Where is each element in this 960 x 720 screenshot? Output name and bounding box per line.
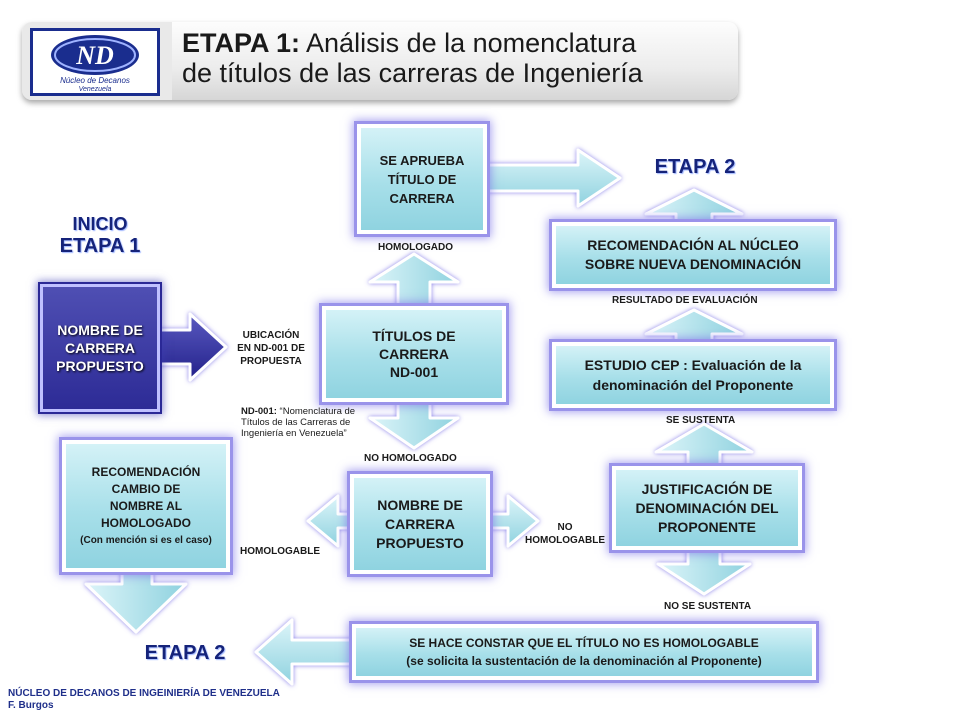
inicio-label: INICIO ETAPA 1	[52, 214, 148, 258]
titulos-box: TÍTULOS DE CARRERA ND-001	[322, 306, 506, 402]
logo-text-line1: Núcleo de Decanos	[60, 76, 130, 85]
titulos-line1: TÍTULOS DE	[372, 328, 456, 344]
justificacion-line3: PROPONENTE	[657, 518, 756, 535]
logo-text-line2: Venezuela	[79, 86, 112, 93]
nd001-note: ND-001: “Nomenclatura de Títulos de las …	[241, 406, 381, 439]
justificacion-line2: DENOMINACIÓN DEL	[635, 499, 779, 516]
nombre-mid-line2: CARRERA	[385, 515, 455, 532]
justificacion-box: JUSTIFICACIÓN DE DENOMINACIÓN DEL PROPON…	[612, 466, 802, 550]
arrow-nombre-right	[486, 494, 540, 548]
start-box-line3: PROPUESTO	[56, 358, 144, 374]
rec-cambio-line2: CAMBIO DE	[111, 481, 181, 496]
nombre-propuesto-start-box: NOMBRE DE CARRERA PROPUESTO	[40, 284, 160, 412]
nombre-mid-line1: NOMBRE DE	[377, 496, 463, 513]
footer: NÚCLEO DE DECANOS DE INGEINIERÍA DE VENE…	[8, 688, 280, 712]
arrow-recomendacion-down	[84, 563, 188, 634]
titulos-line3: ND-001	[389, 364, 439, 380]
homologable-label: HOMOLOGABLE	[240, 546, 320, 557]
titulos-line2: CARRERA	[378, 346, 449, 362]
rec-nucleo-line1: RECOMENDACIÓN AL NÚCLEO	[587, 237, 799, 253]
arrow-start-right	[156, 312, 228, 382]
rec-cambio-line1: RECOMENDACIÓN	[91, 464, 201, 479]
page-title-bold: ETAPA 1:	[182, 28, 301, 58]
start-box-line2: CARRERA	[65, 340, 135, 356]
estudio-line1: ESTUDIO CEP : Evaluación de la	[584, 357, 802, 373]
ubicacion-line3: PROPUESTA	[240, 356, 302, 367]
arrow-nombre-left	[306, 494, 358, 548]
recomendacion-nucleo-box: RECOMENDACIÓN AL NÚCLEO SOBRE NUEVA DENO…	[552, 222, 834, 288]
se-aprueba-line2: TÍTULO DE	[387, 171, 457, 187]
no-homologable-label: NO HOMOLOGABLE	[520, 521, 610, 547]
se-aprueba-line1: SE APRUEBA	[379, 152, 465, 168]
ubicacion-label: UBICACIÓN EN ND-001 DE PROPUESTA	[228, 329, 314, 368]
recomendacion-cambio-box: RECOMENDACIÓN CAMBIO DE NOMBRE AL HOMOLO…	[62, 440, 230, 572]
se-aprueba-box: SE APRUEBA TÍTULO DE CARRERA	[357, 124, 487, 234]
resultado-label: RESULTADO DE EVALUACIÓN	[612, 295, 758, 306]
ubicacion-line1: UBICACIÓN	[242, 330, 300, 341]
rec-cambio-line3: NOMBRE AL	[109, 498, 183, 513]
inicio-line2: ETAPA 1	[59, 235, 141, 257]
nd001-desc-line1: “Nomenclatura de	[276, 406, 356, 417]
rec-nucleo-line2: SOBRE NUEVA DENOMINACIÓN	[584, 256, 802, 272]
arrow-approve-to-etapa2	[476, 148, 622, 208]
ubicacion-line2: EN ND-001 DE	[237, 343, 305, 354]
nombre-mid-line3: PROPUESTO	[376, 534, 464, 551]
etapa2-top-label: ETAPA 2	[654, 156, 736, 178]
homologado-label: HOMOLOGADO	[378, 242, 453, 253]
page-title: ETAPA 1: Análisis de la nomenclatura de …	[182, 28, 732, 88]
no-homologable-line2: HOMOLOGABLE	[525, 535, 605, 546]
start-box-line1: NOMBRE DE	[57, 322, 143, 338]
arrow-titulos-up	[368, 252, 460, 314]
justificacion-line1: JUSTIFICACIÓN DE	[641, 480, 773, 497]
svg-text:ND: ND	[75, 41, 114, 70]
footer-line2: F. Burgos	[8, 700, 54, 711]
no-homologado-label: NO HOMOLOGADO	[364, 453, 457, 464]
constar-line1: SE HACE CONSTAR QUE EL TÍTULO NO ES HOMO…	[409, 636, 759, 650]
se-sustenta-label: SE SUSTENTA	[666, 415, 736, 426]
nd001-desc-line2: Títulos de las Carreras de	[241, 417, 351, 428]
se-hace-constar-box: SE HACE CONSTAR QUE EL TÍTULO NO ES HOMO…	[352, 624, 816, 680]
nombre-propuesto-mid-box: NOMBRE DE CARRERA PROPUESTO	[350, 474, 490, 574]
footer-line1: NÚCLEO DE DECANOS DE INGEINIERÍA DE VENE…	[8, 688, 280, 699]
page-title-line1: Análisis de la nomenclatura	[300, 28, 637, 58]
estudio-cep-box: ESTUDIO CEP : Evaluación de la denominac…	[552, 342, 834, 408]
no-se-sustenta-label: NO SE SUSTENTA	[664, 601, 752, 612]
se-aprueba-line3: CARRERA	[389, 190, 455, 206]
nd-logo-graphic: ND Núcleo de Decanos Venezuela	[33, 31, 157, 93]
page-title-line2: de títulos de las carreras de Ingeniería	[182, 58, 643, 88]
nd-logo: ND Núcleo de Decanos Venezuela	[30, 28, 160, 96]
etapa2-bottom-label: ETAPA 2	[144, 642, 226, 664]
rec-cambio-line4: HOMOLOGADO	[101, 515, 191, 530]
rec-cambio-line5: (Con mención si es el caso)	[80, 534, 212, 546]
nd001-prefix: ND-001:	[241, 406, 277, 417]
constar-line2: (se solicita la sustentación de la denom…	[406, 654, 762, 668]
no-homologable-line1: NO	[557, 522, 573, 533]
nd001-desc-line3: Ingeniería en Venezuela”	[241, 428, 347, 439]
arrow-constar-to-etapa2	[254, 618, 360, 686]
inicio-line1: INICIO	[72, 214, 128, 234]
estudio-line2: denominación del Proponente	[592, 377, 794, 393]
